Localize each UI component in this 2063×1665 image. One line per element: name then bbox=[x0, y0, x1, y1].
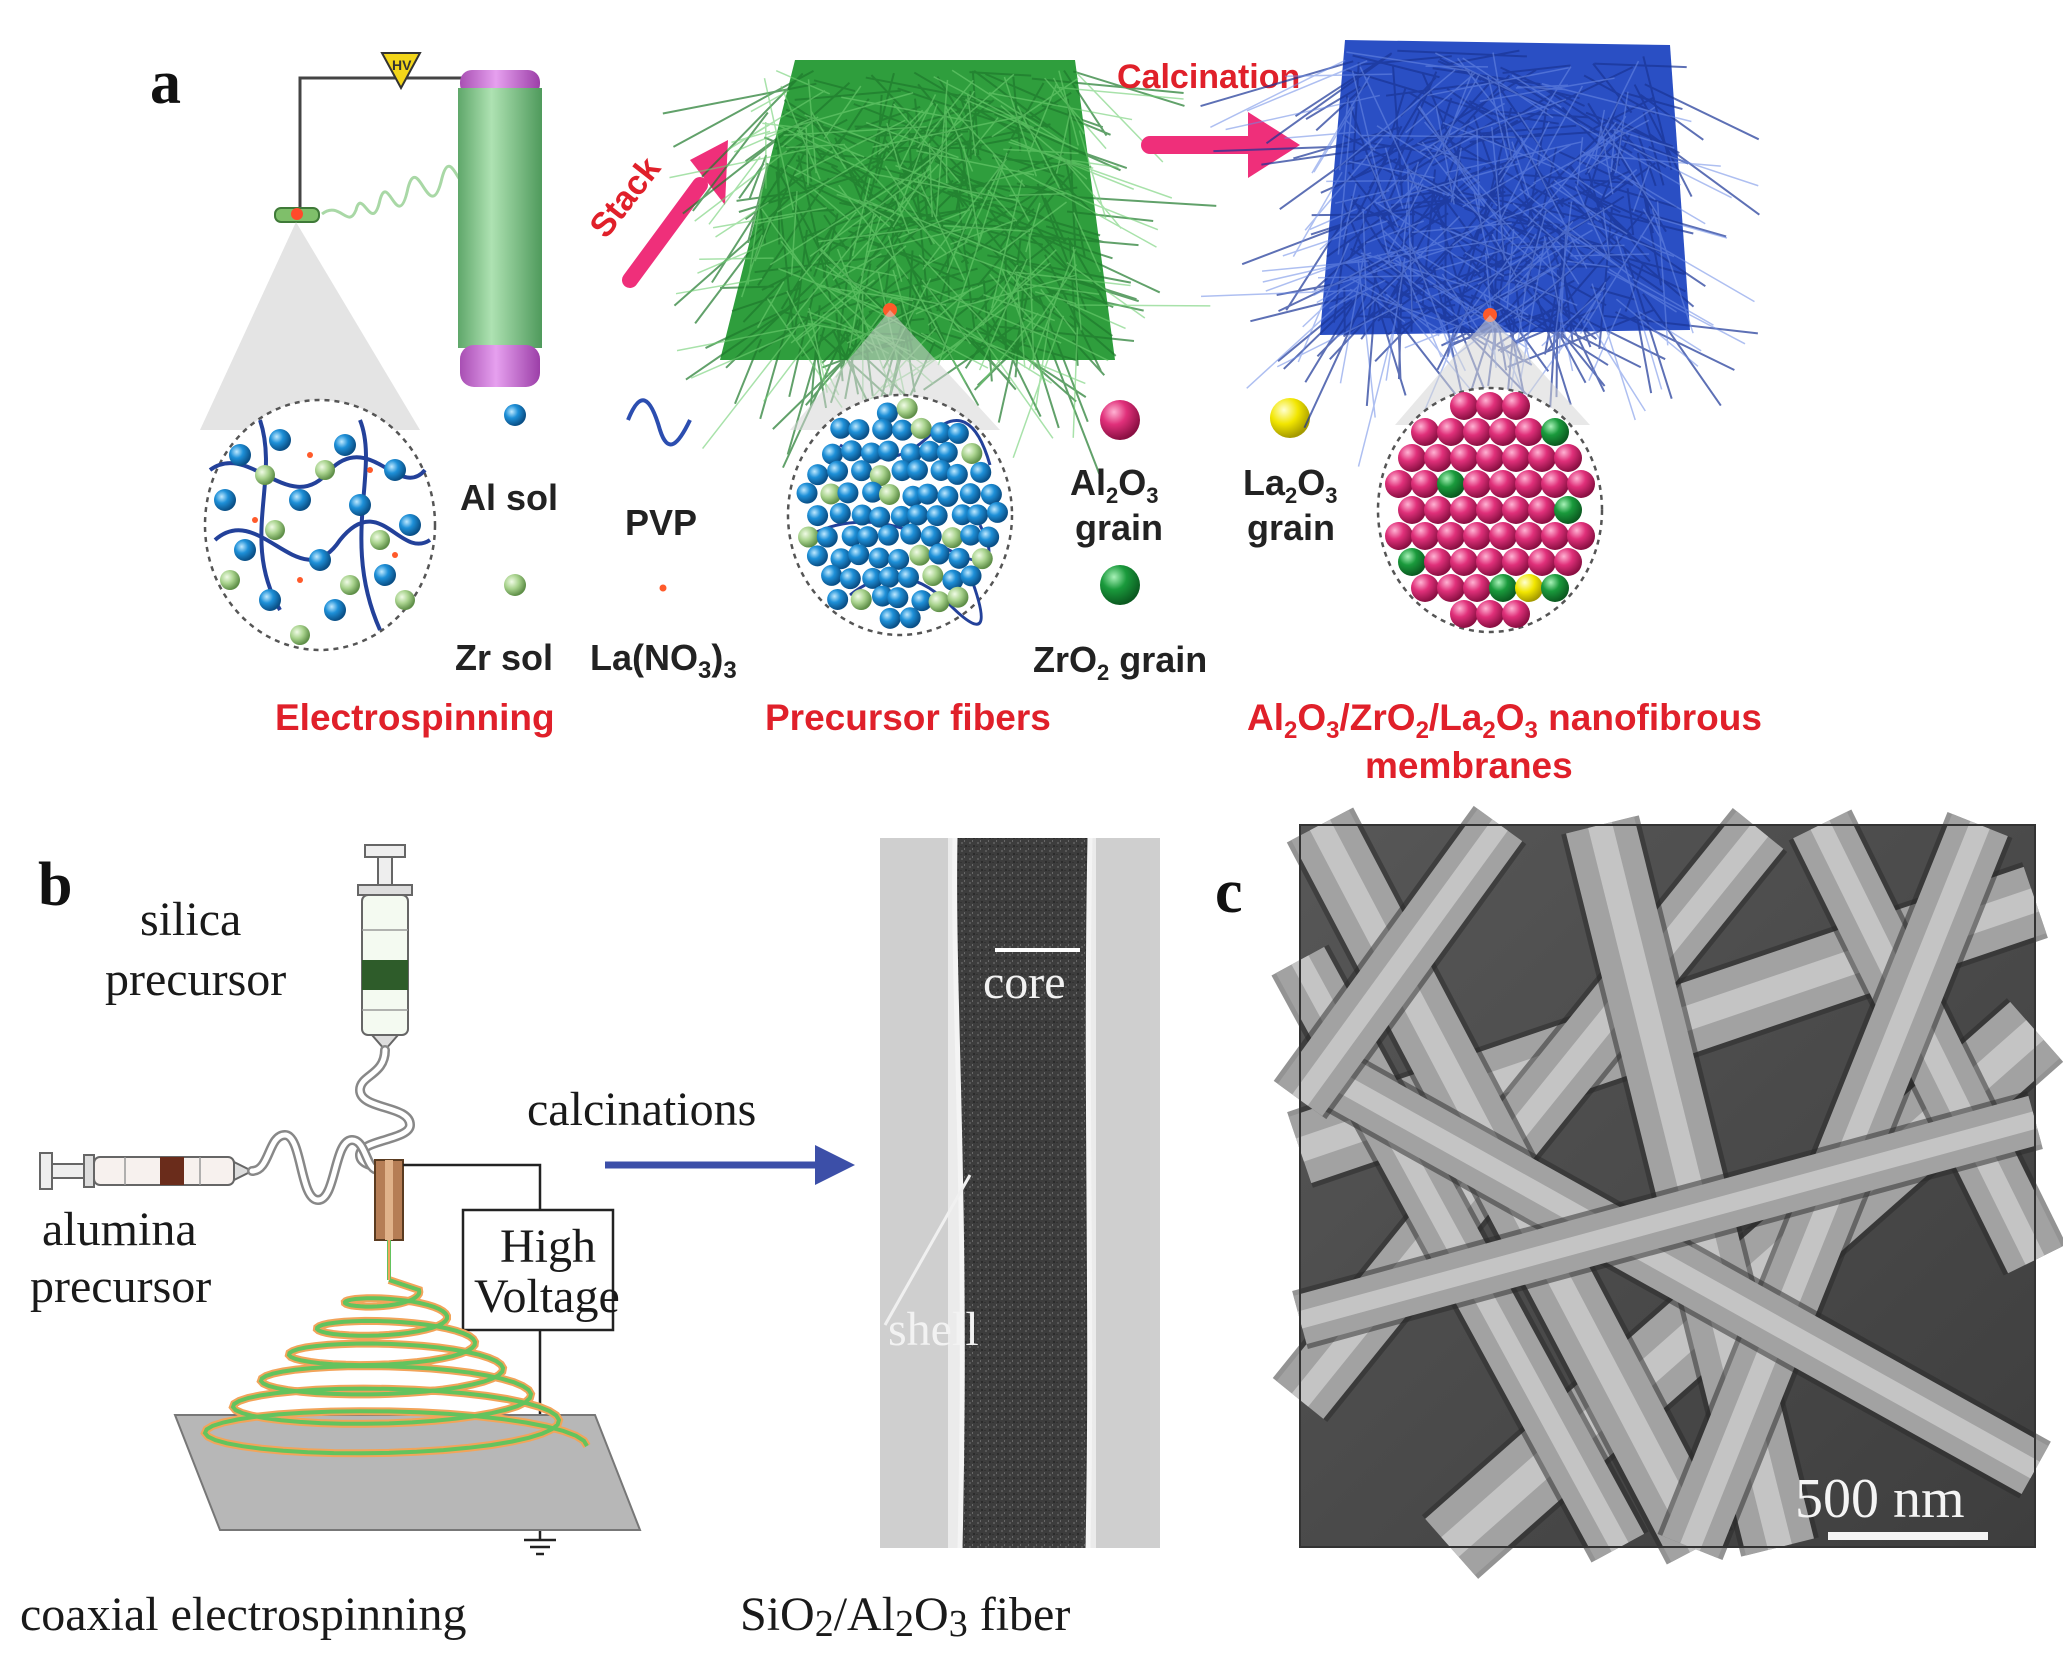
zro2-label: ZrO2 grain bbox=[1033, 639, 1207, 685]
membrane-zoom-circle bbox=[1376, 386, 1604, 634]
electrospinning-apparatus: HV bbox=[200, 52, 542, 430]
alumina-label-line2: precursor bbox=[30, 1260, 211, 1313]
la-nitrate-label: La(NO3)3 bbox=[590, 637, 737, 684]
la2o3-label: La2O3 bbox=[1243, 462, 1338, 508]
al2o3-grain-icon bbox=[1100, 400, 1140, 440]
panel-c-letter: c bbox=[1215, 858, 1243, 926]
panel-a-letter: a bbox=[150, 49, 181, 117]
calcinations-label: calcinations bbox=[527, 1083, 756, 1136]
silica-label-line1: silica bbox=[140, 893, 241, 946]
la-nitrate-dot-icon bbox=[659, 584, 667, 592]
caption-membranes-line2: membranes bbox=[1365, 745, 1573, 786]
alumina-label-line1: alumina bbox=[42, 1203, 197, 1256]
precursor-zoom-circle bbox=[786, 393, 1014, 637]
silica-label-line2: precursor bbox=[105, 953, 286, 1006]
la2o3-grain-word: grain bbox=[1247, 507, 1335, 548]
high-voltage-box bbox=[461, 1208, 615, 1332]
caption-electrospinning: Electrospinning bbox=[275, 697, 555, 738]
coaxial-apparatus: High Voltage bbox=[39, 844, 642, 1556]
high-voltage-symbol-icon bbox=[380, 52, 422, 91]
sem-scalebar bbox=[1828, 1532, 1988, 1540]
pvp-chain-icon bbox=[626, 398, 692, 447]
caption-sio2-al2o3-fiber: SiO2/Al2O3 fiber bbox=[740, 1588, 1070, 1645]
high-voltage-line2: Voltage bbox=[474, 1270, 620, 1323]
tem-image bbox=[880, 837, 1160, 1549]
legend-precursors: Al sol Zr sol PVP La(NO3)3 bbox=[455, 398, 737, 684]
svg-text:HV: HV bbox=[392, 57, 412, 73]
al-sol-label: Al sol bbox=[460, 477, 558, 518]
caption-coaxial: coaxial electrospinning bbox=[20, 1588, 467, 1641]
calcination-label: Calcination bbox=[1117, 58, 1300, 96]
panel-b-letter: b bbox=[38, 851, 72, 919]
sem-image bbox=[1271, 805, 2063, 1579]
tem-shell-label: shell bbox=[888, 1303, 979, 1356]
caption-precursor-fibers: Precursor fibers bbox=[765, 697, 1051, 738]
calcination-arrow: Calcination bbox=[1117, 58, 1300, 178]
tem-core-label: core bbox=[983, 956, 1066, 1009]
silica-syringe-icon bbox=[357, 844, 413, 1052]
collector-bottom-cap bbox=[460, 345, 540, 387]
precursor-fiber-mat bbox=[662, 60, 1217, 475]
al-sol-sphere-icon bbox=[504, 404, 526, 426]
membrane-fiber-mat bbox=[1200, 40, 1760, 467]
al2o3-grain-word: grain bbox=[1075, 507, 1163, 548]
sem-scalebar-label: 500 nm bbox=[1795, 1468, 1965, 1530]
calcinations-arrow-head bbox=[815, 1145, 855, 1185]
collector-drum bbox=[458, 88, 542, 348]
al2o3-label: Al2O3 bbox=[1070, 462, 1159, 508]
electrospinning-zoom-circle bbox=[203, 398, 437, 652]
la2o3-grain-icon bbox=[1270, 398, 1310, 438]
zr-sol-sphere-icon bbox=[504, 574, 526, 596]
caption-membranes-line1: Al2O3/ZrO2/La2O3 nanofibrous bbox=[1247, 697, 1762, 744]
zro2-grain-icon bbox=[1100, 565, 1140, 605]
pvp-label: PVP bbox=[625, 502, 697, 543]
stack-label: Stack bbox=[582, 150, 668, 245]
legend-grains: Al2O3 grain ZrO2 grain La2O3 grain bbox=[1033, 398, 1338, 685]
zr-sol-label: Zr sol bbox=[455, 637, 553, 678]
alumina-syringe-icon bbox=[39, 1152, 255, 1190]
high-voltage-line1: High bbox=[500, 1220, 596, 1273]
